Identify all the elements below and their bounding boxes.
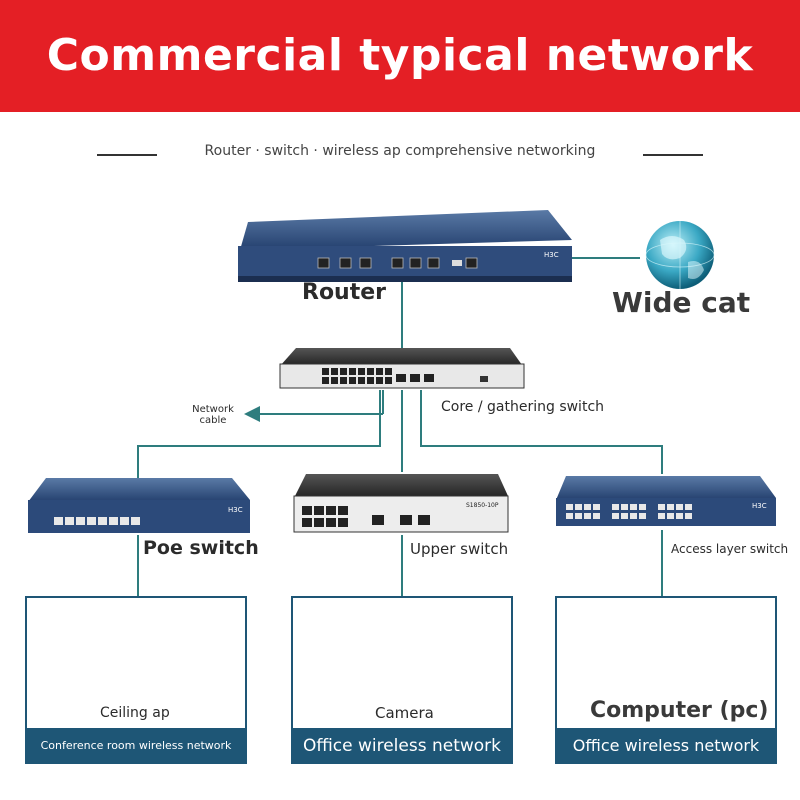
router-brand-label: H3C	[544, 251, 559, 259]
poe-switch-label: Poe switch	[143, 537, 259, 559]
wan-label: Wide cat	[612, 286, 751, 319]
core-switch-device	[279, 348, 525, 389]
subtitle-rule-right	[643, 154, 703, 156]
access-switch-label: Access layer switch	[671, 542, 789, 556]
core-switch-label: Core / gathering switch	[441, 399, 605, 415]
poe-switch-device: H3C	[28, 478, 250, 533]
router-device: H3C	[238, 210, 572, 282]
network-cable-label: Network cable	[192, 404, 234, 426]
router-label: Router	[302, 280, 387, 305]
poe-brand-label: H3C	[228, 506, 243, 514]
upper-switch-label: Upper switch	[410, 540, 509, 558]
ceiling-ap-label: Ceiling ap	[100, 705, 170, 721]
upper-switch-device: S1850-10P	[293, 474, 509, 533]
page-subtitle: Router · switch · wireless ap comprehens…	[204, 143, 596, 159]
panel-bar-office-camera: Office wireless network	[291, 728, 513, 764]
globe-icon	[645, 221, 715, 289]
core-to-access-link	[420, 390, 663, 474]
access-brand-label: H3C	[752, 502, 767, 510]
subtitle-rule-left	[97, 154, 157, 156]
computer-label: Computer (pc)	[590, 698, 769, 723]
page-title: Commercial typical network map	[46, 30, 754, 193]
header-banner	[0, 0, 800, 112]
panel-bar-office-computer: Office wireless network	[555, 728, 777, 764]
core-to-poe-link	[137, 390, 381, 478]
access-switch-device: H3C	[556, 476, 776, 526]
panel-bar-conference: Conference room wireless network	[25, 728, 247, 764]
upper-model-label: S1850-10P	[466, 502, 499, 509]
camera-label: Camera	[375, 704, 434, 722]
